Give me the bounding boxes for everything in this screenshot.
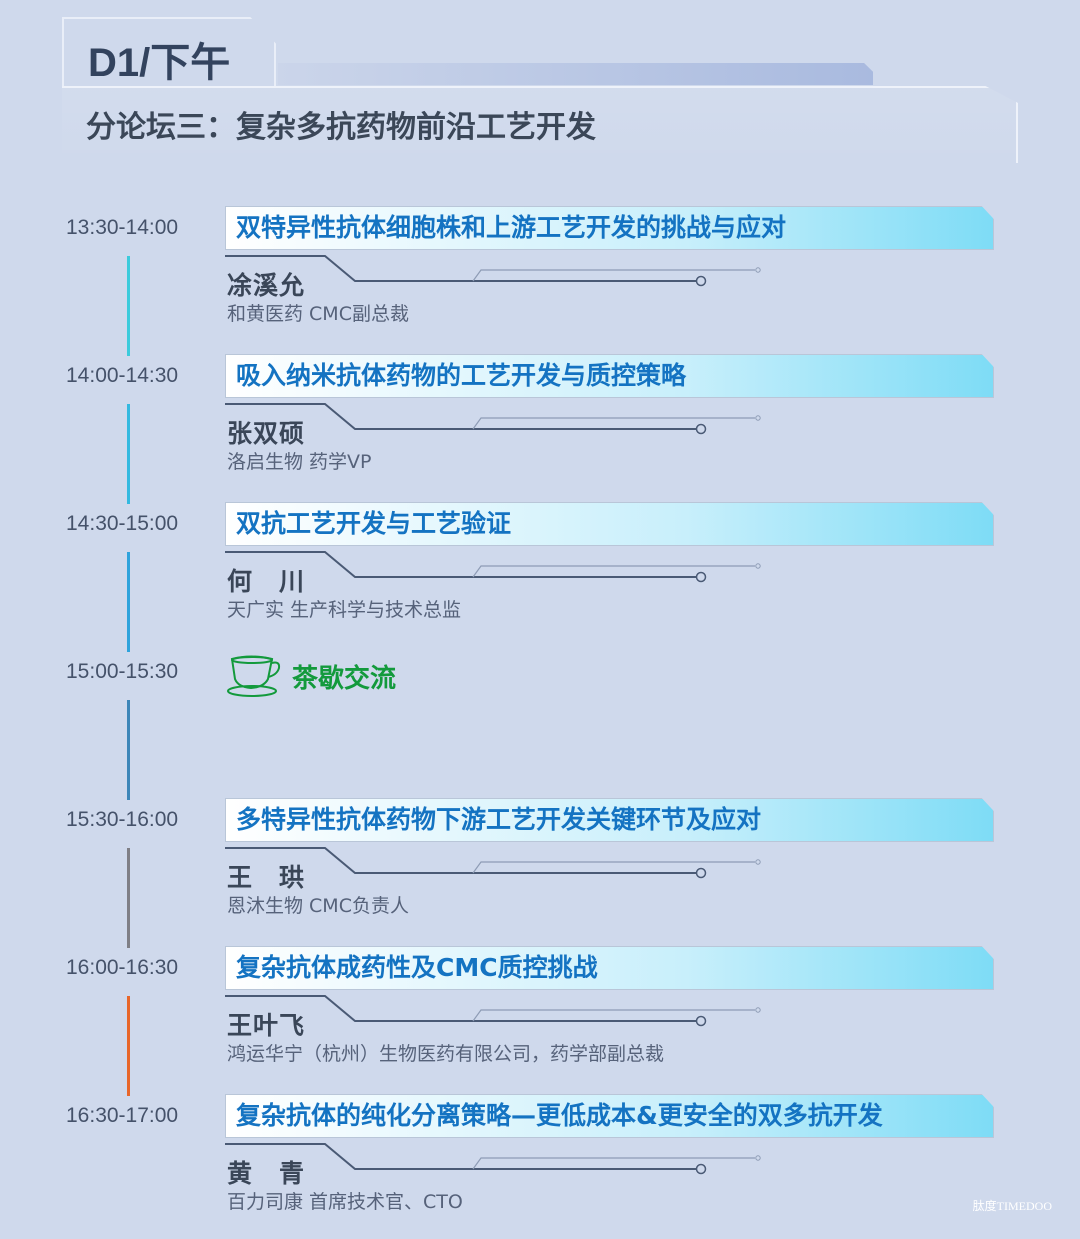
day-tab (62, 17, 276, 87)
tea-cup-icon (227, 655, 281, 697)
session-title: 双特异性抗体细胞株和上游工艺开发的挑战与应对 (225, 206, 994, 250)
speaker-org: 鸿运华宁（杭州）生物医药有限公司，药学部副总裁 (227, 1043, 665, 1065)
connector-lines (225, 551, 761, 583)
session-time: 16:00-16:30 (66, 956, 179, 979)
speaker-org: 恩沐生物 CMC负责人 (227, 895, 409, 917)
speaker-org: 百力司康 首席技术官、CTO (227, 1191, 463, 1213)
watermark: 肽度TIMEDOO (972, 1199, 1052, 1213)
speaker-name: 黄 青 (227, 1159, 306, 1188)
header-bar (278, 63, 873, 85)
timeline-segment (127, 848, 130, 948)
connector-lines (225, 255, 761, 287)
session-time: 16:30-17:00 (66, 1104, 179, 1127)
speaker-name: 何 川 (227, 567, 306, 596)
connector-lines (225, 403, 761, 435)
session-title: 多特异性抗体药物下游工艺开发关键环节及应对 (225, 798, 994, 842)
speaker-org: 天广实 生产科学与技术总监 (227, 599, 462, 621)
session-title: 复杂抗体的纯化分离策略—更低成本&更安全的双多抗开发 (225, 1094, 994, 1138)
timeline-segment (127, 256, 130, 356)
forum-frame (62, 86, 1018, 163)
session-time: 14:00-14:30 (66, 364, 179, 387)
session-time: 15:30-16:00 (66, 808, 179, 831)
speaker-name: 王 珙 (227, 863, 306, 892)
connector-lines (225, 847, 761, 879)
timeline-segment (127, 552, 130, 652)
connector-lines (225, 1143, 761, 1175)
timeline-segment (127, 996, 130, 1096)
session-time: 13:30-14:00 (66, 216, 179, 239)
speaker-name: 张双硕 (227, 419, 306, 448)
forum-title: 分论坛三：复杂多抗药物前沿工艺开发 (86, 110, 596, 145)
session-time: 15:00-15:30 (66, 660, 179, 683)
speaker-org: 和黄医药 CMC副总裁 (227, 303, 409, 325)
speaker-org: 洛启生物 药学VP (227, 451, 372, 473)
session-title: 双抗工艺开发与工艺验证 (225, 502, 994, 546)
speaker-name: 王叶飞 (227, 1011, 306, 1040)
day-label: D1/下午 (88, 41, 231, 85)
tea-break-label: 茶歇交流 (292, 664, 397, 694)
session-time: 14:30-15:00 (66, 512, 179, 535)
connector-lines (225, 995, 761, 1027)
timeline-segment (127, 700, 130, 800)
session-title: 复杂抗体成药性及CMC质控挑战 (225, 946, 994, 990)
timeline-segment (127, 404, 130, 504)
session-title: 吸入纳米抗体药物的工艺开发与质控策略 (225, 354, 994, 398)
speaker-name: 凃溪允 (227, 271, 306, 300)
